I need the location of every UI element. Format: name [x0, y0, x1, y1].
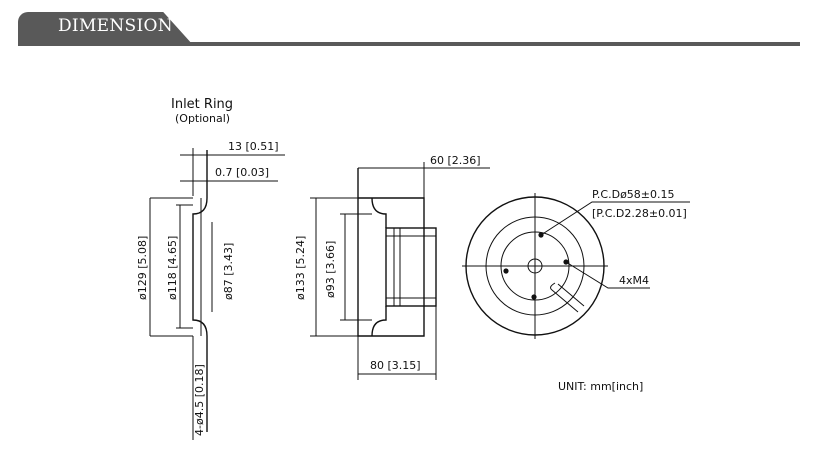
fan-side-housing [357, 168, 425, 337]
fan-side-motor [385, 227, 437, 307]
dim-fan-outer: ø133 [5.24] [294, 236, 307, 300]
dim-inlet-inner: ø87 [3.43] [222, 243, 235, 300]
page-title: DIMENSION [58, 16, 173, 36]
fan-cable [550, 282, 585, 313]
fan-front-view: P.C.Dø58±0.15 [P.C.D2.28±0.01] 4xM4 UNIT… [462, 188, 690, 393]
inlet-ring-subtitle: (Optional) [175, 112, 230, 125]
screw-leader [565, 261, 650, 289]
pcd-leader [540, 201, 690, 236]
dim-fan-length: 80 [3.15] [370, 359, 421, 372]
inlet-ring-title: Inlet Ring [171, 97, 233, 112]
header-rule [18, 42, 800, 46]
dim-inlet-outer: ø129 [5.08] [136, 236, 149, 300]
header-tab [18, 12, 193, 45]
mount-hole [503, 268, 509, 274]
pcd-mm: P.C.Dø58±0.15 [592, 188, 675, 201]
mount-hole [531, 294, 537, 300]
dim-inlet-mid: ø118 [4.65] [166, 236, 179, 300]
unit-note: UNIT: mm[inch] [558, 380, 643, 393]
dim-fan-depth: 60 [2.36] [430, 154, 481, 167]
dim-inlet-holes: 4-ø4.5 [0.18] [193, 364, 206, 436]
inlet-ring-view: Inlet Ring (Optional) 13 [0.51] 0.7 [0.0… [136, 97, 285, 440]
dim-inlet-thickness: 0.7 [0.03] [215, 166, 269, 179]
fan-side-view: 60 [2.36] ø133 [5.24] ø93 [3.66] 80 [3.1… [294, 154, 490, 380]
screw-spec: 4xM4 [619, 274, 649, 287]
dim-fan-inlet: ø93 [3.66] [324, 241, 337, 298]
dim-inlet-width: 13 [0.51] [228, 140, 279, 153]
pcd-inch: [P.C.D2.28±0.01] [592, 207, 687, 220]
